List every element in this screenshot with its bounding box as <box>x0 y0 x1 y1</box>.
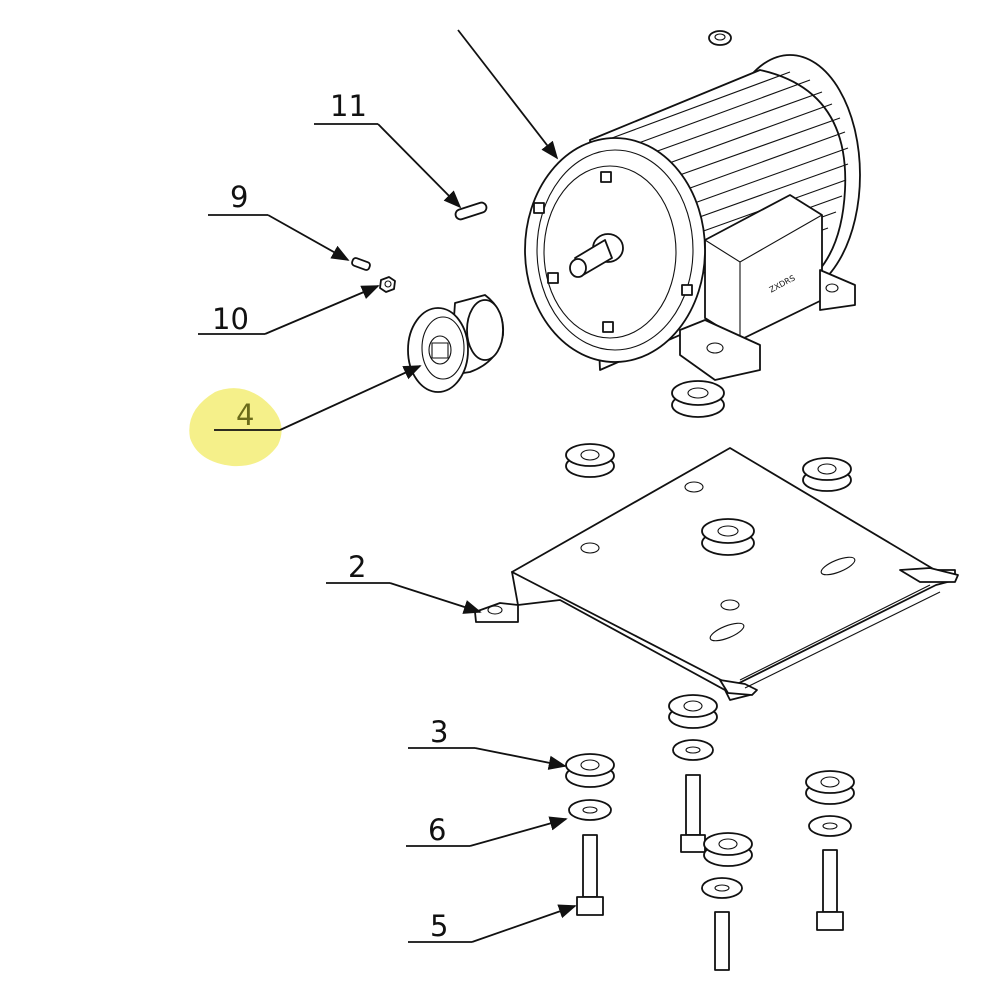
hex-bolt <box>576 834 604 916</box>
leader-line <box>264 285 380 335</box>
callout-label-4: 4 <box>236 398 254 432</box>
leader-line <box>469 816 568 847</box>
rubber-mount <box>565 753 615 788</box>
leader-line <box>377 123 462 209</box>
leader-line <box>279 365 422 431</box>
flat-washer <box>672 739 714 761</box>
junction-box: ZXDRS <box>704 194 823 341</box>
callout-9: 9 <box>208 180 350 261</box>
callout-label-5: 5 <box>430 909 448 943</box>
leader-line <box>471 904 577 943</box>
callout-label-2: 2 <box>348 550 366 584</box>
rubber-mount <box>565 443 615 478</box>
pulley-part <box>407 294 505 393</box>
rubber-mount <box>671 380 725 418</box>
hex-bolt <box>680 774 706 853</box>
rubber-mount <box>802 457 852 492</box>
leader-line <box>474 747 567 770</box>
callout-label-6: 6 <box>428 813 446 847</box>
motor-shaft <box>569 233 624 278</box>
mounting-plate <box>474 447 959 701</box>
motor-leader-line <box>457 29 559 160</box>
rubber-mount <box>668 694 718 729</box>
hex-bolt <box>714 911 730 971</box>
leader-line <box>267 214 350 261</box>
rubber-mount <box>805 770 855 805</box>
flat-washer <box>808 815 852 837</box>
pin-part <box>351 257 371 271</box>
flat-washer <box>701 877 743 899</box>
leader-line <box>389 582 482 614</box>
callout-label-11: 11 <box>330 89 367 123</box>
motor-top-washer <box>708 30 732 46</box>
rubber-mount <box>701 518 755 556</box>
callout-label-9: 9 <box>230 180 248 214</box>
callout-label-10: 10 <box>212 302 249 336</box>
motor-feet <box>679 269 856 381</box>
flat-washer <box>568 799 612 821</box>
callout-10: 10 <box>198 285 380 336</box>
rubber-mount <box>703 832 753 867</box>
callout-label-3: 3 <box>430 715 448 749</box>
callout-6: 6 <box>406 813 568 847</box>
electric-motor: ZXDRS <box>457 29 861 381</box>
nut-part <box>379 276 396 293</box>
callout-2: 2 <box>326 550 482 614</box>
callout-3: 3 <box>408 715 567 770</box>
callout-11: 11 <box>314 89 462 209</box>
hex-bolt <box>816 849 844 931</box>
highlight-blob <box>189 388 282 467</box>
callout-5: 5 <box>408 904 577 943</box>
callout-4: 4 <box>189 365 422 467</box>
key-part <box>454 201 488 221</box>
